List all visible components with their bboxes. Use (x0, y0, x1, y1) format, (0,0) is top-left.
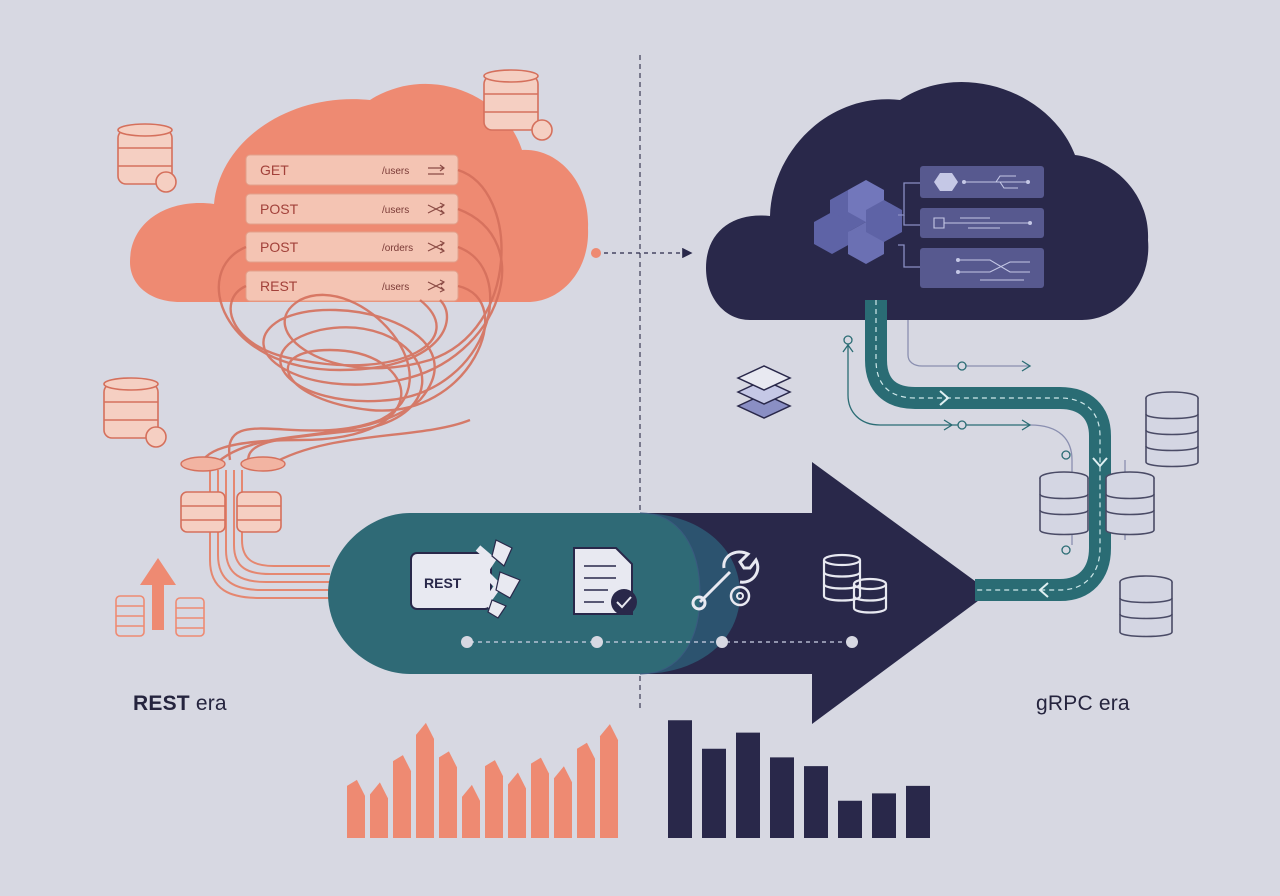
latency-bar (531, 757, 549, 838)
rest-endpoint-card: POST /users (245, 193, 459, 225)
database-stack-icon (822, 553, 888, 614)
endpoint-path: /users (382, 205, 409, 216)
endpoint-path: /users (382, 166, 409, 177)
latency-bar (347, 779, 365, 838)
cloud-connector (591, 247, 693, 259)
latency-bar (393, 755, 411, 838)
rest-era-bold: REST (133, 692, 190, 715)
latency-bar (600, 724, 618, 838)
endpoint-path: /users (382, 282, 409, 293)
service-node-cluster (814, 180, 902, 264)
latency-bar (770, 757, 794, 838)
progress-track (461, 636, 858, 648)
grpc-flow-lines (842, 320, 1126, 555)
rest-endpoint-card: REST /users (245, 270, 459, 302)
latency-bar (416, 722, 434, 838)
database-icon (1119, 575, 1173, 638)
latency-bar (702, 748, 726, 838)
latency-bar (668, 720, 692, 838)
database-icon (1039, 471, 1089, 536)
latency-bar (508, 772, 526, 838)
database-icon (180, 491, 282, 533)
rest-box-label: REST (424, 575, 462, 591)
rest-era-suffix: era (189, 692, 227, 715)
rising-cost-icon (115, 558, 205, 637)
endpoint-method: GET (260, 162, 289, 178)
latency-bar (906, 785, 930, 838)
endpoint-method: POST (260, 239, 299, 255)
shuffle-arrows-icon (427, 240, 446, 254)
database-cost-icon (483, 69, 553, 141)
tangled-connections (198, 168, 504, 471)
latency-bar (736, 732, 760, 838)
layers-stack-icon (736, 365, 792, 419)
database-cost-icon (103, 377, 167, 448)
broken-rest-icon: REST (410, 539, 521, 619)
grpc-stream-pipe (865, 300, 1111, 601)
latency-bar (370, 782, 388, 838)
rest-era-label: REST era (133, 692, 227, 716)
rest-endpoint-list: GET /users POST /users POST /orders REST… (245, 154, 459, 302)
shuffle-arrows-icon (427, 279, 446, 293)
grpc-era-label: gRPC era (1036, 692, 1130, 716)
latency-bar (485, 760, 503, 838)
rest-endpoint-card: POST /orders (245, 231, 459, 263)
cable-bundle (209, 470, 330, 599)
latency-bar (804, 766, 828, 838)
latency-bar (554, 766, 572, 838)
database-icon (1105, 471, 1155, 536)
endpoint-method: REST (260, 278, 298, 294)
latency-bar (872, 793, 896, 838)
checklist-document-icon (573, 547, 637, 615)
service-links (898, 182, 920, 268)
wrench-gear-icon (691, 550, 760, 611)
endpoint-path: /orders (382, 243, 413, 254)
grpc-service-panel (920, 166, 1044, 198)
latency-bar (838, 800, 862, 838)
swap-arrows-icon (428, 164, 445, 175)
database-icon (1145, 391, 1199, 468)
grpc-era-text: gRPC era (1036, 692, 1130, 715)
database-cost-icon (117, 123, 177, 193)
rest-endpoint-card: GET /users (245, 154, 459, 186)
cable-port (180, 456, 286, 472)
grpc-service-panel (920, 248, 1044, 288)
latency-bar (462, 784, 480, 838)
rest-latency-bars (347, 722, 618, 838)
endpoint-method: POST (260, 201, 299, 217)
grpc-latency-bars (668, 720, 930, 838)
latency-bar (439, 751, 457, 838)
latency-bar (577, 742, 595, 838)
shuffle-arrows-icon (427, 202, 446, 216)
grpc-service-panel (920, 208, 1044, 238)
